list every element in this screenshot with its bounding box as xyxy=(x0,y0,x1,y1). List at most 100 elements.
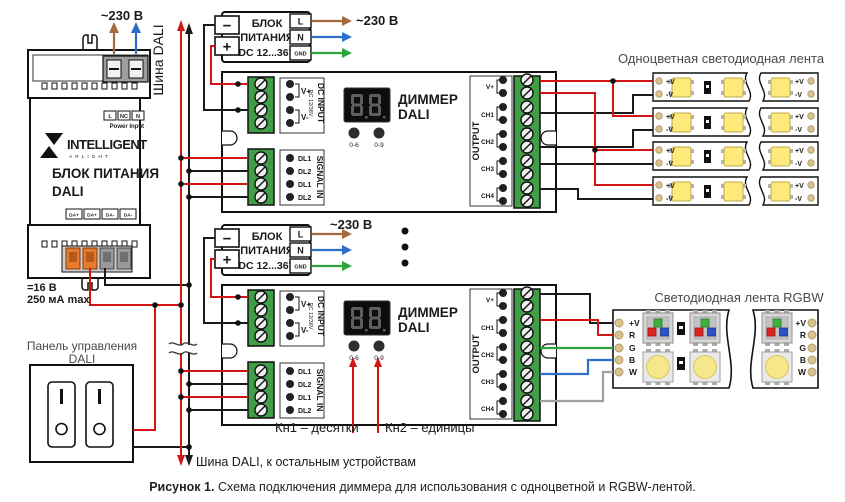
psu1-terminal-n: N xyxy=(297,33,304,43)
psu1-spec: DC 12...36V xyxy=(238,47,295,59)
d1-dl1-label: DL1 xyxy=(298,156,311,163)
rgbw-strip-title: Светодиодная лента RGBW xyxy=(654,290,824,305)
mounting-slot-right xyxy=(540,343,556,359)
da-plus-label: DA+ xyxy=(69,213,79,219)
svg-text:G: G xyxy=(629,343,636,353)
d1-button-units[interactable] xyxy=(373,127,385,139)
d1-button-tens[interactable] xyxy=(348,127,360,139)
mono-strip-pad-labels: +V-V+V-V +V-V+V-V +V-V+V-V +V-V+V-V xyxy=(666,79,804,203)
dali-dimmer-2: V+ V- DC 12/36V DC INPUT DL1 DL2 DL1 DL2… xyxy=(221,284,557,426)
da-minus-label-2: DA- xyxy=(124,213,133,219)
output-spec-voltage: =16 В xyxy=(27,282,57,294)
mounting-slot-left xyxy=(222,343,238,359)
svg-text:B: B xyxy=(800,355,806,365)
dali-control-panel: Панель управления DALI xyxy=(27,339,137,463)
mounting-slot-left xyxy=(222,130,238,146)
da-minus-label: DA- xyxy=(106,213,115,219)
d1-seven-segment-display xyxy=(343,87,391,123)
panel-title-1: Панель управления xyxy=(27,339,137,353)
junction-dots xyxy=(152,78,616,450)
green-wires xyxy=(312,51,613,350)
power-input-terminal-labels: L NC N Power Input xyxy=(103,110,145,130)
figure-caption-text: Схема подключения диммера для использова… xyxy=(217,480,696,494)
psu1-title-1: БЛОК xyxy=(252,18,283,30)
svg-text:B: B xyxy=(629,355,635,365)
svg-text:-V: -V xyxy=(666,196,673,203)
d1-vplus-label: V+ xyxy=(301,87,311,96)
d2-signal-in-label: SIGNAL IN xyxy=(315,369,325,412)
d2-out-ch4: CH4 xyxy=(481,406,494,413)
red-arrowheads xyxy=(177,20,382,466)
svg-text:W: W xyxy=(629,367,638,377)
gray-wires xyxy=(540,370,613,403)
mono-strips-title: Одноцветная светодиодная лента xyxy=(618,51,825,66)
brand-sub-name: ARLIGHT xyxy=(69,154,111,160)
d2-button-tens[interactable] xyxy=(348,340,360,352)
red-wires xyxy=(89,30,653,455)
white-led xyxy=(761,348,793,386)
din-psu-title-2: DALI xyxy=(52,184,84,199)
more-devices-ellipsis xyxy=(401,227,409,267)
d2-dl2-label-2: DL2 xyxy=(298,408,311,415)
d2-button-tens-label: 0-6 xyxy=(349,355,359,362)
output-spec-current: 250 мА max xyxy=(27,294,90,306)
d1-dc-input-label: DC INPUT xyxy=(316,83,326,124)
d1-name-1: ДИММЕР xyxy=(398,92,458,107)
d1-button-units-label: 0-9 xyxy=(374,142,384,149)
psu1-terminal-gnd: GND xyxy=(294,52,306,58)
d1-dl2-label-2: DL2 xyxy=(298,195,311,202)
d1-out-vplus: V+ xyxy=(486,84,494,91)
figure-caption: Рисунок 1. Схема подключения диммера для… xyxy=(0,480,845,494)
d2-out-ch1: CH1 xyxy=(481,325,494,332)
svg-text:+V: +V xyxy=(795,148,804,155)
svg-text:-V: -V xyxy=(795,127,802,134)
mounting-slot-right xyxy=(540,130,556,146)
switch-off-mark xyxy=(93,422,106,436)
rgb-led xyxy=(642,309,674,347)
rgbw-pads xyxy=(614,318,817,377)
mono-led-strips: Одноцветная светодиодная лента +V-V+V-V … xyxy=(618,51,825,205)
din-power-supply: L NC N Power Input INTELLIGENT ARLIGHT Б… xyxy=(27,34,159,306)
d2-out-vplus: V+ xyxy=(486,297,494,304)
d1-dc-spec: DC 12/36V xyxy=(307,90,313,117)
dali-dimmer-1: V+ V- DC 12/36V DC INPUT DL1 DL2 DL1 DL2… xyxy=(221,71,557,213)
svg-text:G: G xyxy=(799,343,806,353)
psu2-terminal-n: N xyxy=(297,246,304,256)
dali-bus-bottom-note: Шина DALI, к остальным устройствам xyxy=(196,455,416,469)
brown-arrowheads xyxy=(109,16,352,239)
brand-name: INTELLIGENT xyxy=(67,137,147,152)
d2-vminus-label: V- xyxy=(301,326,309,335)
mains-voltage-label-left: ~230 В xyxy=(101,8,143,23)
svg-text:R: R xyxy=(629,330,635,340)
d1-name-2: DALI xyxy=(398,107,430,122)
rocker-switch-2[interactable] xyxy=(85,381,114,448)
psu2-title-1: БЛОК xyxy=(252,231,283,243)
d2-dc-spec: DC 12/36V xyxy=(307,303,313,330)
brown-wires xyxy=(112,19,342,236)
d2-vplus-label: V+ xyxy=(301,300,311,309)
mono-strip-4 xyxy=(653,177,818,205)
svg-text:+V: +V xyxy=(795,183,804,190)
psu2-plus-terminal: + xyxy=(223,252,232,269)
d2-name-2: DALI xyxy=(398,320,430,335)
mains-terminal-block xyxy=(102,55,149,83)
svg-text:+V: +V xyxy=(666,148,675,155)
d2-dl2-label: DL2 xyxy=(298,382,311,389)
svg-text:+V: +V xyxy=(666,79,675,86)
figure-caption-prefix: Рисунок 1. xyxy=(149,480,215,494)
d2-name-1: ДИММЕР xyxy=(398,305,458,320)
rocker-switch-1[interactable] xyxy=(47,381,76,448)
d2-button-units[interactable] xyxy=(373,340,385,352)
psu2-title-2: ПИТАНИЯ xyxy=(240,245,294,257)
din-clip-top xyxy=(82,34,98,50)
psu1-plus-terminal: + xyxy=(223,39,232,56)
d1-out-ch2: CH2 xyxy=(481,139,494,146)
brand-logo-icon xyxy=(40,133,63,158)
svg-text:-V: -V xyxy=(666,127,673,134)
power-input-label: Power Input xyxy=(110,124,144,130)
d1-dl2-label: DL2 xyxy=(298,169,311,176)
